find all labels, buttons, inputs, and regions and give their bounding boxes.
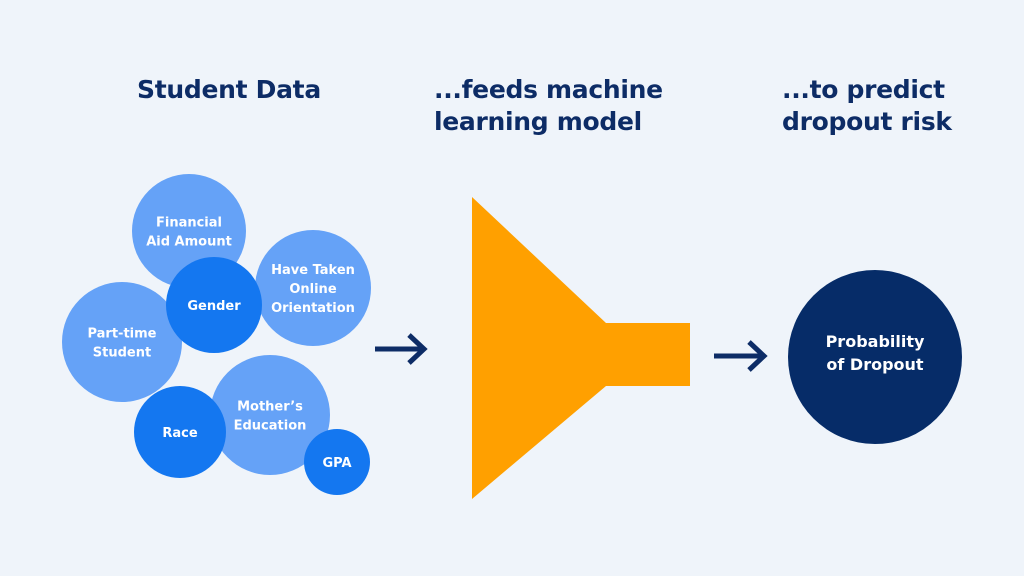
bubble-label-line: Student [93,346,151,361]
feature-bubble-race: Race [134,386,226,478]
bubble-label-line: Mother’s [237,400,303,415]
heading-line: learning model [434,107,642,136]
bubble-circle [304,429,370,495]
feature-bubble-gender: Gender [166,257,262,353]
bubble-circle [62,282,182,402]
funnel-icon [472,197,690,499]
bubble-label-line: Race [162,426,197,441]
bubble-label-line: Have Taken [271,263,355,278]
bubble-label-line: Part-time [87,327,156,342]
heading-student-data: Student Data [137,74,321,106]
heading-dropout-risk: ...to predict dropout risk [782,74,952,138]
output-circle [788,270,962,444]
bubble-circle [255,230,371,346]
feature-bubble-gpa: GPA [304,429,370,495]
bubble-circle [166,257,262,353]
bubble-label-line: Financial [156,216,222,231]
heading-ml-model: ...feeds machine learning model [434,74,663,138]
output-probability-of-dropout: Probability of Dropout [788,270,962,444]
bubble-label-line: Aid Amount [146,235,232,250]
bubble-label-line: GPA [322,456,351,471]
bubble-circle [210,355,330,475]
bubble-label-line: Gender [187,299,241,314]
bubble-circle [134,386,226,478]
heading-line: dropout risk [782,107,952,136]
arrow-right-icon [375,333,428,365]
arrow-right-icon [714,340,768,372]
output-label-line: of Dropout [826,355,924,374]
bubble-label-line: Online [289,282,336,297]
heading-line: ...feeds machine [434,75,663,104]
bubble-label-line: Orientation [271,301,355,316]
output-label-line: Probability [826,332,925,351]
heading-line: Student Data [137,75,321,104]
bubble-label-line: Education [234,419,307,434]
heading-line: ...to predict [782,75,945,104]
